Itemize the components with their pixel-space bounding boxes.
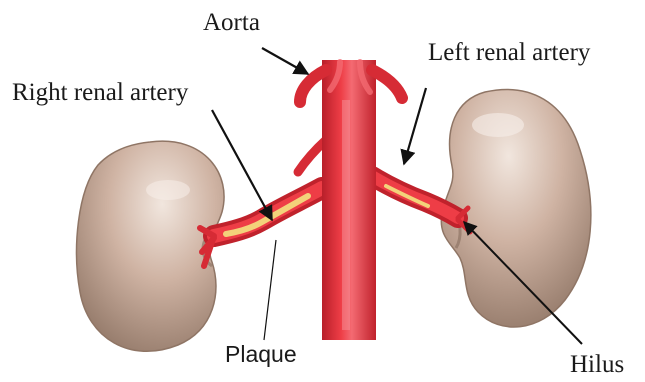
kidney-highlight — [472, 113, 524, 137]
kidney-highlight — [146, 180, 190, 200]
right-kidney — [77, 141, 224, 351]
aorta-label: Aorta — [203, 10, 260, 35]
aorta-leader-arrow — [262, 48, 308, 74]
left-renal-artery-label: Left renal artery — [428, 40, 590, 65]
plaque-leader-line — [264, 240, 276, 340]
plaque-label: Plaque — [225, 343, 297, 366]
left-kidney — [441, 89, 591, 327]
right-renal-artery-label: Right renal artery — [12, 80, 188, 105]
hilus-label: Hilus — [570, 352, 624, 377]
